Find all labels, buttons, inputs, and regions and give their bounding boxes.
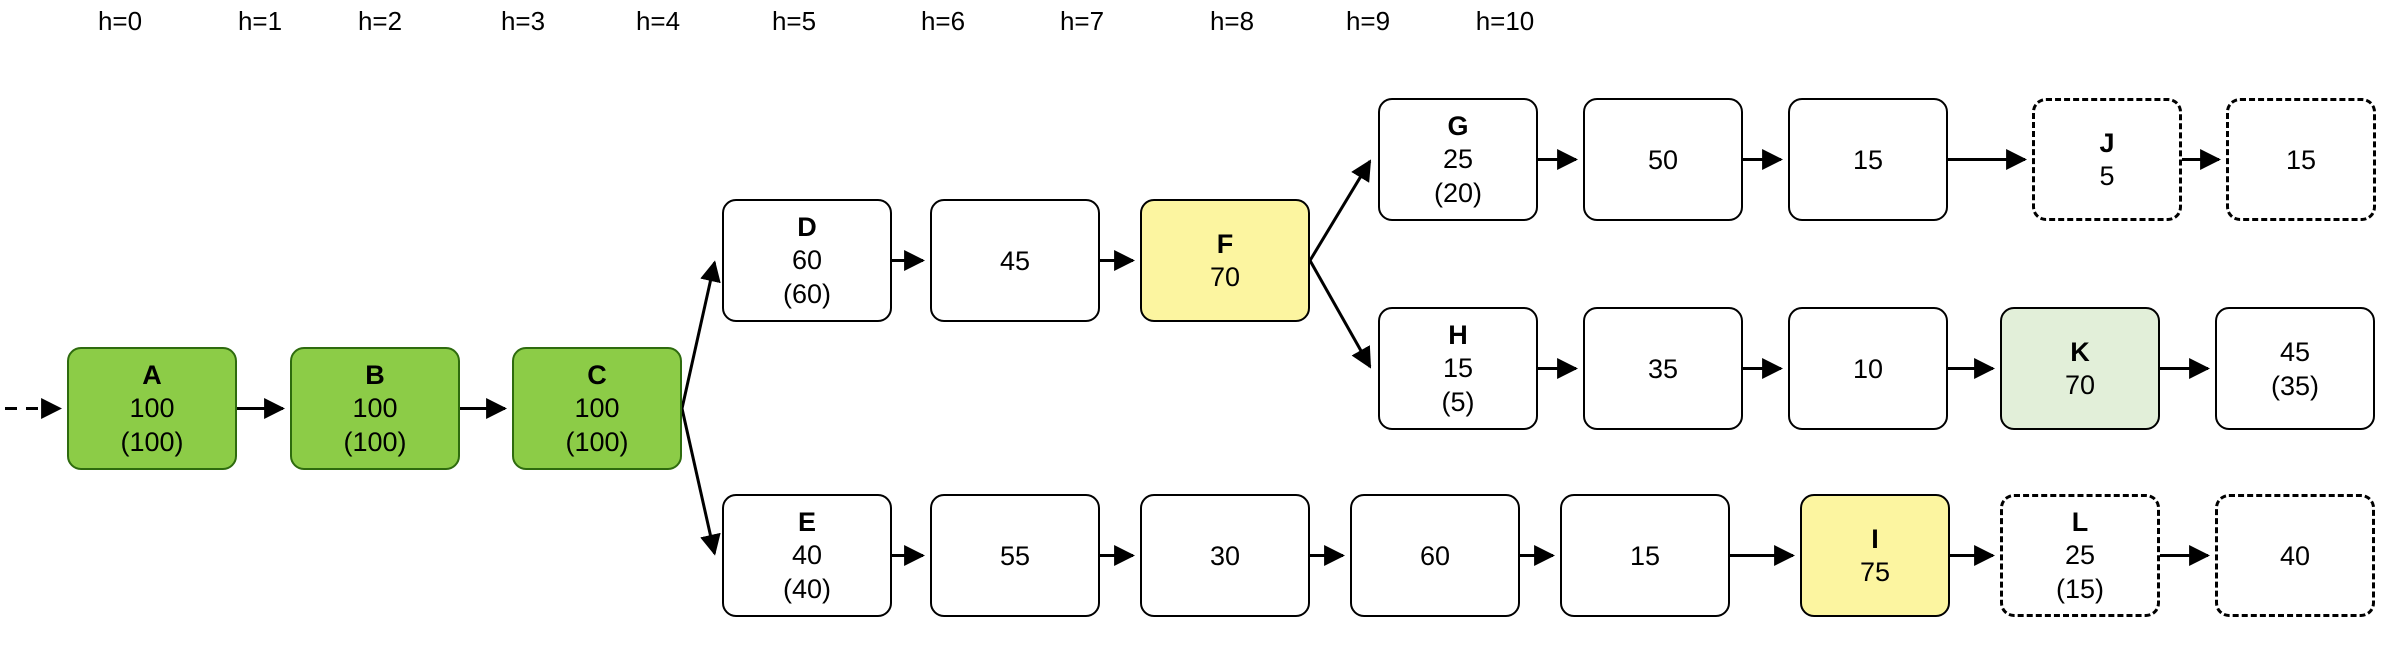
node-sub-value: (20) bbox=[1433, 177, 1482, 208]
node-label: B bbox=[365, 359, 385, 390]
node-sub-value: (40) bbox=[782, 573, 831, 604]
column-header: h=1 bbox=[237, 6, 283, 36]
node-value: 60 bbox=[791, 244, 823, 275]
node-value: 25 bbox=[1442, 143, 1474, 174]
node-label: A bbox=[142, 359, 162, 390]
node-sub-value: (100) bbox=[120, 426, 184, 457]
node-sub-value: (100) bbox=[343, 426, 407, 457]
edge-f-to-g bbox=[1308, 159, 1372, 262]
node-k2[interactable]: 45(35) bbox=[2215, 307, 2375, 430]
node-d2[interactable]: 45 bbox=[930, 199, 1100, 322]
node-value: 45 bbox=[999, 245, 1031, 276]
node-label: J bbox=[2099, 127, 2115, 158]
node-label: L bbox=[2071, 506, 2089, 537]
node-value: 70 bbox=[2064, 369, 2096, 400]
edge-c-to-e bbox=[680, 408, 721, 556]
node-value: 45 bbox=[2279, 336, 2311, 367]
column-header: h=3 bbox=[500, 6, 546, 36]
node-value: 70 bbox=[1209, 261, 1241, 292]
node-value: 15 bbox=[1629, 540, 1661, 571]
node-label: G bbox=[1447, 110, 1469, 141]
node-j2[interactable]: 15 bbox=[2226, 98, 2376, 221]
node-value: 40 bbox=[2279, 540, 2311, 571]
node-label: D bbox=[797, 211, 817, 242]
column-header: h=7 bbox=[1059, 6, 1105, 36]
node-sub-value: (5) bbox=[1441, 386, 1475, 417]
node-label: C bbox=[587, 359, 607, 390]
node-label: K bbox=[2070, 336, 2090, 367]
column-header: h=6 bbox=[920, 6, 966, 36]
node-label: F bbox=[1216, 228, 1234, 259]
node-value: 10 bbox=[1852, 353, 1884, 384]
node-value: 100 bbox=[129, 392, 175, 423]
column-header: h=0 bbox=[97, 6, 143, 36]
node-value: 75 bbox=[1859, 556, 1891, 587]
column-header: h=5 bbox=[771, 6, 817, 36]
node-e5[interactable]: 15 bbox=[1560, 494, 1730, 617]
node-sub-value: (60) bbox=[782, 278, 831, 309]
node-e4[interactable]: 60 bbox=[1350, 494, 1520, 617]
node-sub-value: (35) bbox=[2270, 370, 2319, 401]
node-h3[interactable]: 10 bbox=[1788, 307, 1948, 430]
node-e2[interactable]: 55 bbox=[930, 494, 1100, 617]
node-value: 30 bbox=[1209, 540, 1241, 571]
node-value: 5 bbox=[2099, 160, 2115, 191]
edge-c-to-d bbox=[680, 260, 721, 409]
node-l2[interactable]: 40 bbox=[2215, 494, 2375, 617]
node-label: E bbox=[797, 506, 816, 537]
node-value: 15 bbox=[1852, 144, 1884, 175]
column-header: h=10 bbox=[1475, 6, 1535, 36]
node-value: 50 bbox=[1647, 144, 1679, 175]
node-value: 60 bbox=[1419, 540, 1451, 571]
node-value: 100 bbox=[574, 392, 620, 423]
column-header: h=9 bbox=[1345, 6, 1391, 36]
node-value: 55 bbox=[999, 540, 1031, 571]
column-header: h=8 bbox=[1209, 6, 1255, 36]
node-label: I bbox=[1871, 523, 1879, 554]
column-header: h=2 bbox=[357, 6, 403, 36]
node-label: H bbox=[1448, 319, 1468, 350]
node-value: 15 bbox=[1442, 352, 1474, 383]
node-g3[interactable]: 15 bbox=[1788, 98, 1948, 221]
node-sub-value: (15) bbox=[2055, 573, 2104, 604]
node-value: 25 bbox=[2064, 539, 2096, 570]
column-header: h=4 bbox=[635, 6, 681, 36]
node-sub-value: (100) bbox=[565, 426, 629, 457]
node-value: 35 bbox=[1647, 353, 1679, 384]
node-e3[interactable]: 30 bbox=[1140, 494, 1310, 617]
node-value: 100 bbox=[352, 392, 398, 423]
node-value: 15 bbox=[2285, 144, 2317, 175]
edge-f-to-h bbox=[1308, 259, 1372, 369]
node-value: 40 bbox=[791, 539, 823, 570]
node-h2[interactable]: 35 bbox=[1583, 307, 1743, 430]
node-g2[interactable]: 50 bbox=[1583, 98, 1743, 221]
